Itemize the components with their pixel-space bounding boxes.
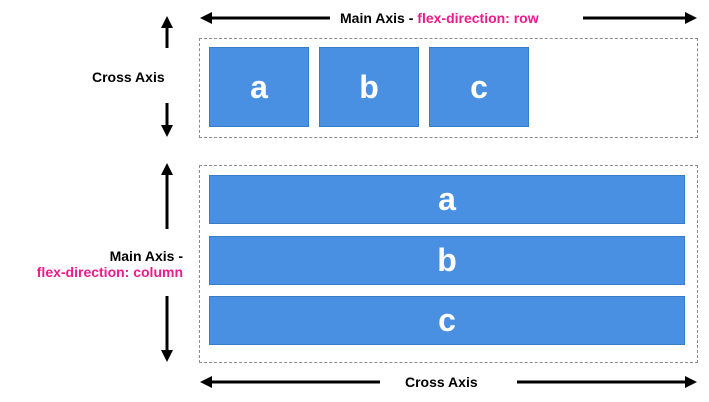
column-cross-axis-arrow-right — [517, 376, 697, 388]
row-item-b: b — [319, 47, 419, 127]
column-item-b: b — [209, 236, 685, 285]
row-main-axis-direction: flex-direction: row — [417, 10, 539, 26]
column-main-axis-direction: flex-direction: column — [36, 264, 183, 280]
row-cross-axis-arrow-down — [161, 103, 173, 137]
main-axis-arrow-left — [200, 12, 330, 24]
column-item-c: c — [209, 296, 685, 345]
column-main-axis-arrow-up — [161, 163, 173, 229]
row-cross-axis-label: Cross Axis — [92, 69, 165, 85]
column-main-axis-text: Main Axis - — [109, 248, 183, 264]
main-axis-arrow-right — [583, 12, 697, 24]
row-item-a: a — [209, 47, 309, 127]
row-item-c: c — [429, 47, 529, 127]
column-cross-axis-label: Cross Axis — [405, 374, 478, 390]
row-main-axis-text: Main Axis - — [340, 10, 418, 26]
column-item-a: a — [209, 175, 685, 224]
row-cross-axis-arrow-up — [161, 16, 173, 48]
row-main-axis-label: Main Axis - flex-direction: row — [340, 10, 539, 26]
column-main-axis-arrow-down — [161, 296, 173, 362]
column-cross-axis-arrow-left — [200, 376, 380, 388]
